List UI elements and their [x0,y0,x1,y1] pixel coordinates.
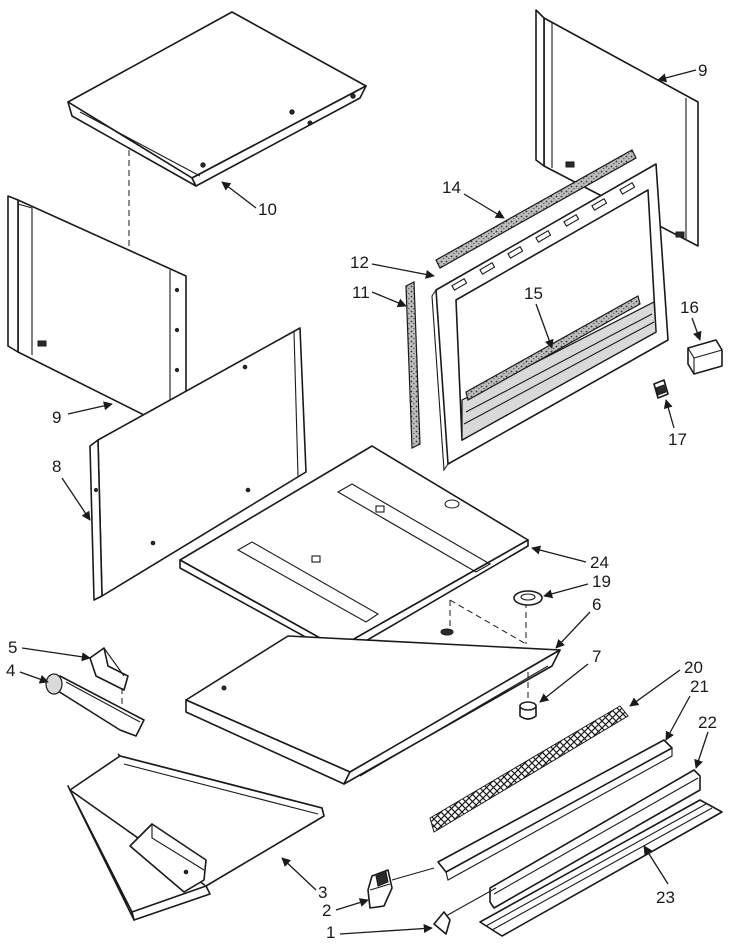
front-frame [431,163,669,472]
side-gasket [405,281,421,449]
top-panel [67,11,367,187]
callout-16: 16 [680,298,699,317]
callout-20: 20 [684,658,703,677]
callout-24: 24 [590,553,609,572]
lower-channel [479,799,723,937]
back-panel [89,327,307,601]
callout-5: 5 [8,638,17,657]
callout-1: 1 [326,923,335,942]
mesh-filter [429,705,629,833]
callout-6: 6 [592,595,601,614]
callout-9-right: 9 [698,61,707,80]
lower-tray [67,753,325,921]
duct-bracket [89,647,129,691]
front-channel [489,769,701,909]
callout-12: 12 [350,253,369,272]
callout-14: 14 [442,178,461,197]
callout-22: 22 [698,713,717,732]
foot [519,701,537,720]
switch-clip [653,379,669,399]
callout-21: 21 [690,677,709,696]
right-side-panel [535,9,699,247]
bottom-trim-strip [437,739,673,881]
air-duct [45,673,145,737]
frame-vent-slots [451,182,636,291]
callout-3: 3 [318,883,327,902]
callout-17: 17 [668,430,687,449]
callout-4: 4 [6,661,15,680]
callout-7: 7 [592,647,601,666]
callout-11: 11 [352,283,370,302]
latch-lever [433,887,497,935]
switch-block [687,339,723,375]
callout-19: 19 [592,572,611,591]
base-plate [179,445,529,657]
door-latch [367,869,393,909]
callout-15: 15 [524,284,543,303]
left-side-panel [7,195,187,437]
callout-9-left: 9 [52,408,61,427]
grommet [513,590,543,606]
callout-23: 23 [656,888,675,907]
floor-pan [185,635,561,785]
callout-8: 8 [52,457,61,476]
callout-2: 2 [322,901,331,920]
top-gasket [435,149,637,269]
callout-10: 10 [258,200,277,219]
